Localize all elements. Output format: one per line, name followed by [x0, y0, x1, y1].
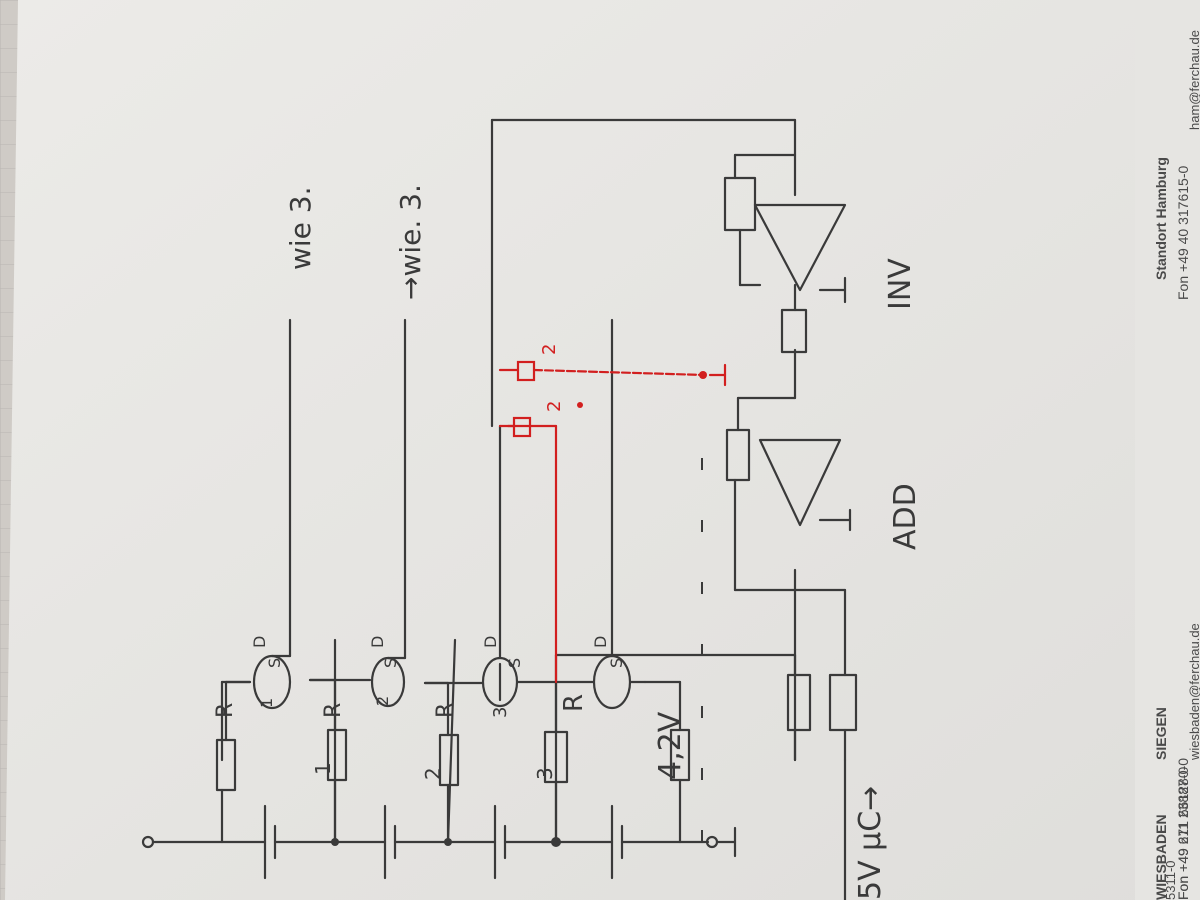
- resistor-add-in1: [786, 673, 812, 732]
- label-t3-num: 3: [490, 707, 511, 718]
- letterhead-text: Standort Hamburg Fon +49 40 317615-0 ham…: [1153, 30, 1200, 900]
- label-t2-d: D: [368, 636, 387, 648]
- paper-sheet: [5, 0, 1200, 900]
- battery-chain: [141, 804, 737, 880]
- wiesbaden-email: wiesbaden@ferchau.de: [1187, 623, 1200, 761]
- add-opamp-block: [725, 348, 858, 900]
- label-t1-d: D: [250, 636, 269, 648]
- left-fragment: 5311-0: [1163, 860, 1178, 900]
- inv-opamp: [753, 203, 847, 292]
- siegen-phone: Fon +49 271 661280-0: [1175, 758, 1191, 900]
- hamburg-title: Standort Hamburg: [1153, 157, 1169, 280]
- note-wie3-arrow: →wie. 3.: [394, 184, 427, 300]
- wiesbaden-phone: Fon +49 611 23887-0: [1175, 767, 1191, 900]
- hamburg-email: ham@ferchau.de: [1187, 30, 1200, 130]
- wiesbaden-title: WIESBADEN: [1153, 814, 1169, 900]
- label-t3-d: D: [481, 636, 500, 648]
- label-cell-1: 1: [311, 762, 335, 775]
- label-r-2: R: [321, 703, 346, 718]
- siegen-title: SIEGEN: [1153, 707, 1169, 760]
- note-input: 5V μC→: [853, 786, 888, 900]
- label-cell-2: 2: [421, 767, 445, 780]
- node-labels: R R R R 1 D S 2 D S 3 D S D S 1 2 3: [213, 636, 626, 780]
- add-opamp: [758, 438, 842, 527]
- feedback-wire: [490, 118, 797, 660]
- label-t3-s: S: [505, 658, 524, 668]
- label-t1-s: S: [265, 658, 284, 668]
- red-note-2a: 2: [544, 401, 565, 412]
- resistor-r2: [326, 728, 348, 782]
- label-t2-s: S: [381, 658, 400, 668]
- note-inv: INV: [883, 258, 918, 310]
- handwritten-notes: wie 3. →wie. 3. 4,2V 5V μC→ ADD INV: [284, 184, 923, 900]
- label-r-4: R: [559, 694, 589, 712]
- balance-resistors: [215, 678, 691, 844]
- resistor-add-in2: [828, 673, 858, 732]
- transistors: [220, 318, 647, 762]
- label-t4-d: D: [591, 636, 610, 648]
- letterhead-strip: [1135, 0, 1200, 900]
- label-t1-num: 1: [257, 698, 276, 708]
- label-t4-s: S: [607, 658, 626, 668]
- red-note-2b: 2: [539, 344, 560, 355]
- label-cell-3: 3: [533, 767, 557, 780]
- red-annotation: 2 2: [498, 344, 727, 684]
- inv-opamp-block: [723, 153, 847, 354]
- note-wie3-top: wie 3.: [284, 186, 317, 270]
- note-voltage: 4,2V: [653, 711, 688, 780]
- label-r-3: R: [433, 703, 458, 718]
- label-r-1: R: [213, 703, 238, 718]
- note-add: ADD: [888, 483, 923, 550]
- label-t2-num: 2: [373, 696, 392, 706]
- hamburg-phone: Fon +49 40 317615-0: [1175, 166, 1191, 300]
- resistor-inv-fb: [723, 176, 757, 232]
